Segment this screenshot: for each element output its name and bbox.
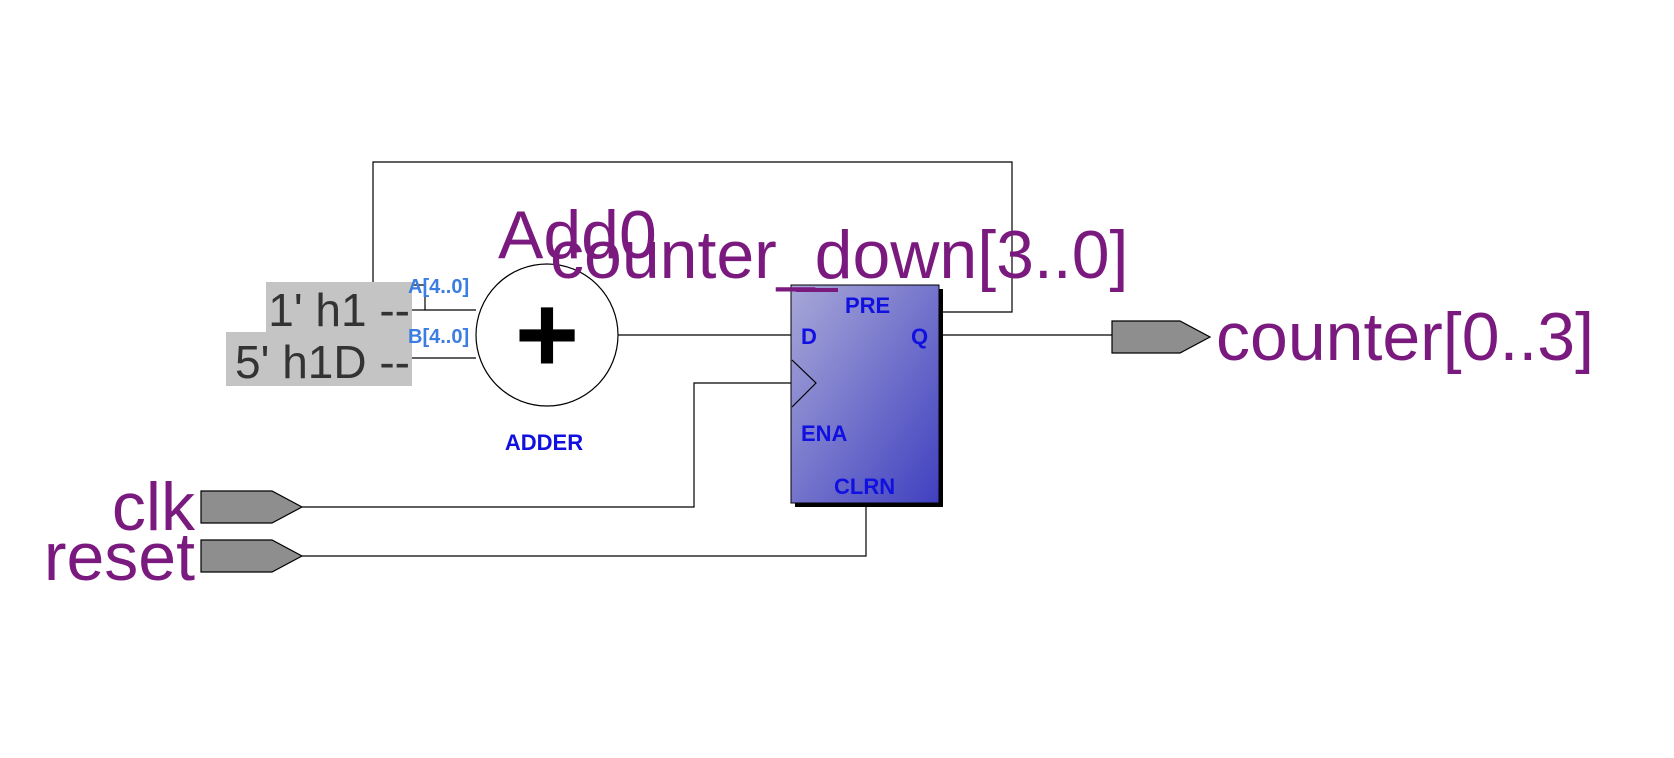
clk-pentagon-arrow-icon[interactable]: [200, 490, 304, 524]
register-instance-name: counter_down[3..0]: [550, 217, 1128, 293]
constant-a-label: 1' h1 --: [268, 284, 410, 336]
adder-instance-name: Add0: [498, 197, 657, 273]
adder-port-a-label: A[4..0]: [408, 276, 469, 298]
adder-symbol[interactable]: [475, 263, 619, 407]
input-reset-label: reset: [44, 519, 195, 595]
adder-port-b-label: B[4..0]: [408, 326, 469, 348]
clk-wire: [302, 382, 792, 508]
constant-b-bg: [226, 332, 412, 386]
triangle-clock-icon: [791, 359, 817, 408]
pin-clrn-label: CLRN: [834, 474, 895, 499]
feedback-wire: [372, 161, 1013, 313]
register-block[interactable]: [790, 284, 940, 504]
constant-a-bg: [266, 282, 412, 332]
pin-pre-label: PRE: [845, 293, 890, 318]
pin-d-label: D: [801, 324, 817, 349]
output-counter-label: counter[0..3]: [1216, 299, 1594, 375]
input-clk-label: clk: [112, 469, 196, 545]
reset-pentagon-arrow-icon[interactable]: [200, 539, 304, 573]
output-pentagon-arrow-icon[interactable]: [1111, 320, 1212, 354]
adder-type-label: ADDER: [505, 430, 583, 455]
pin-q-label: Q: [911, 324, 928, 349]
constant-b-label: 5' h1D --: [235, 336, 410, 388]
pin-ena-label: ENA: [801, 421, 848, 446]
plus-icon: +: [515, 273, 579, 396]
reset-wire: [302, 505, 867, 557]
